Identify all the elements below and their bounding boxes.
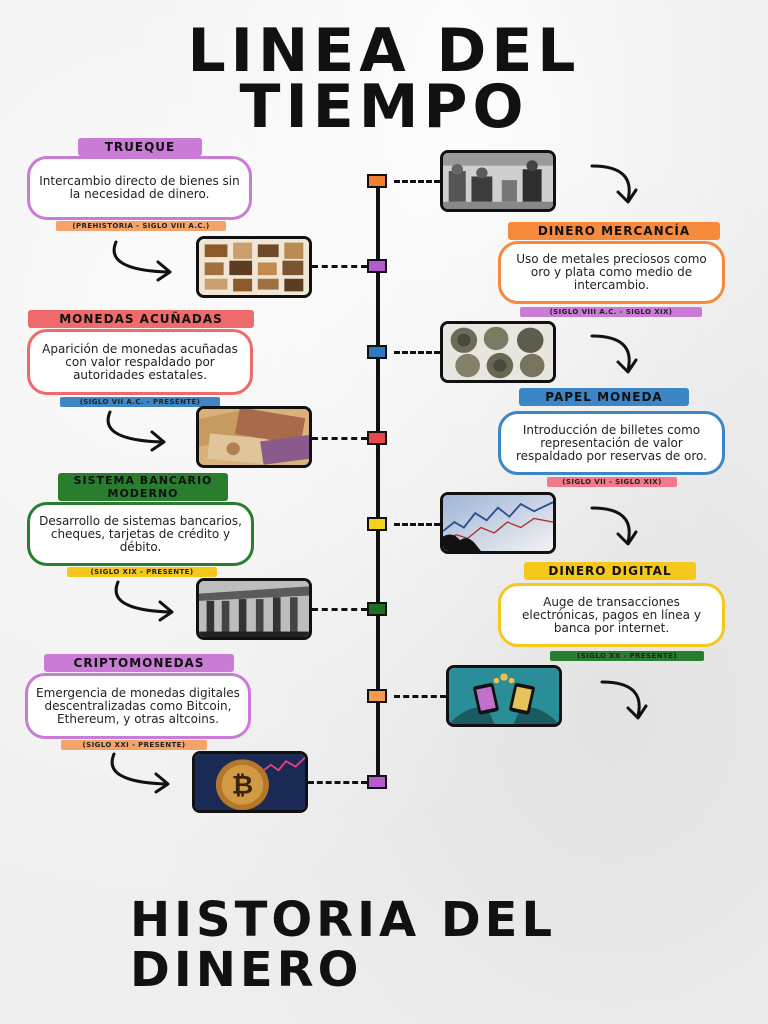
banknotes-icon (196, 406, 312, 468)
event-period-sistema-bancario: (SIGLO XIX - PRESENTE) (67, 567, 217, 577)
event-period-monedas-acunadas: (SIGLO VII A.C. - PRESENTE) (60, 397, 220, 407)
bitcoin-icon: ₿ (192, 751, 308, 813)
event-description-trueque: Intercambio directo de bienes sin la nec… (27, 156, 252, 220)
event-description-dinero-mercancia: Uso de metales preciosos como oro y plat… (498, 241, 725, 304)
footer-title: HISTORIA DEL DINERO (130, 895, 556, 995)
connector-3 (394, 351, 440, 354)
event-label-criptomonedas: CRIPTOMONEDAS (44, 654, 234, 672)
timeline-marker-2 (367, 259, 387, 273)
mobile-payment-icon (446, 665, 562, 727)
bank-building-icon (196, 578, 312, 640)
event-period-dinero-mercancia: (SIGLO VIII A.C. - SIGLO XIX) (520, 307, 702, 317)
event-description-papel-moneda: Introducción de billetes como representa… (498, 411, 725, 475)
curved-arrow-icon (598, 676, 658, 726)
curved-arrow-icon (108, 578, 178, 624)
connector-7 (394, 695, 446, 698)
curved-arrow-icon (588, 502, 648, 552)
connector-6 (312, 608, 367, 611)
connector-2 (312, 265, 367, 268)
timeline-marker-5 (367, 517, 387, 531)
event-label-sistema-bancario: SISTEMA BANCARIO MODERNO (58, 473, 228, 501)
connector-5 (394, 523, 440, 526)
event-description-sistema-bancario: Desarrollo de sistemas bancarios, cheque… (27, 502, 254, 566)
timeline-marker-7 (367, 689, 387, 703)
curved-arrow-icon (100, 408, 170, 454)
curved-arrow-icon (106, 238, 176, 284)
curved-arrow-icon (588, 160, 648, 210)
connector-8 (308, 781, 367, 784)
event-period-trueque: (PREHISTORIA - SIGLO VIII A.C.) (56, 221, 226, 231)
event-period-papel-moneda: (SIGLO VII - SIGLO XIX) (547, 477, 677, 487)
page-title-line2: TIEMPO (239, 72, 529, 142)
timeline-axis (376, 180, 380, 785)
event-period-dinero-digital: (SIGLO XX - PRESENTE) (550, 651, 704, 661)
event-label-trueque: TRUEQUE (78, 138, 202, 156)
event-description-dinero-digital: Auge de transacciones electrónicas, pago… (498, 583, 725, 647)
event-label-papel-moneda: PAPEL MONEDA (519, 388, 689, 406)
curved-arrow-icon (588, 330, 648, 380)
svg-text:₿: ₿ (232, 771, 254, 800)
timeline-marker-1 (367, 174, 387, 188)
event-period-criptomonedas: (SIGLO XXI - PRESENTE) (61, 740, 207, 750)
footer-title-line1: HISTORIA DEL (130, 892, 557, 948)
curved-arrow-icon (104, 750, 174, 796)
barter-engraving-icon (440, 150, 556, 212)
commodity-goods-icon (196, 236, 312, 298)
market-chart-icon (440, 492, 556, 554)
event-label-dinero-mercancia: DINERO MERCANCÍA (508, 222, 720, 240)
connector-1 (394, 180, 440, 183)
timeline-marker-4 (367, 431, 387, 445)
connector-4 (312, 437, 367, 440)
event-description-criptomonedas: Emergencia de monedas digitales descentr… (25, 673, 251, 739)
timeline-marker-8 (367, 775, 387, 789)
timeline-marker-6 (367, 602, 387, 616)
footer-title-line2: DINERO (130, 942, 363, 998)
timeline-marker-3 (367, 345, 387, 359)
event-label-monedas-acunadas: MONEDAS ACUÑADAS (28, 310, 254, 328)
page-title-line1: LINEA DEL (187, 16, 581, 86)
event-description-monedas-acunadas: Aparición de monedas acuñadas con valor … (27, 329, 253, 395)
ancient-coins-icon (440, 321, 556, 383)
event-label-dinero-digital: DINERO DIGITAL (524, 562, 696, 580)
